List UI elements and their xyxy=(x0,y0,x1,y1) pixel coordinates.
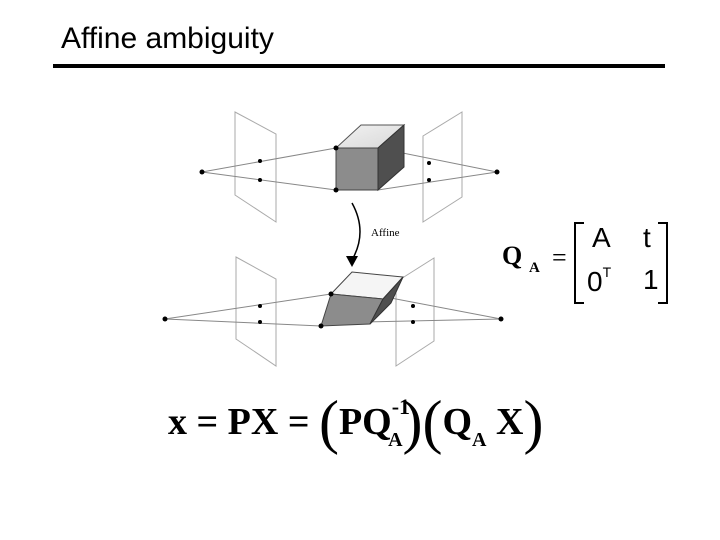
eq-close-paren-2: ) xyxy=(523,389,544,455)
matrix-cell-t: t xyxy=(643,222,651,253)
eq-q: Q xyxy=(442,401,473,443)
matrix-cell-one: 1 xyxy=(643,264,659,295)
cube-side-face xyxy=(377,123,405,192)
right-image-plane-bottom xyxy=(395,257,435,367)
right-bracket xyxy=(658,222,668,304)
eq-subscript-2: A xyxy=(472,429,487,451)
equals-sign: = xyxy=(552,243,567,272)
eq-pq: PQ xyxy=(338,401,392,443)
eq-equals-2: = xyxy=(287,401,310,443)
projected-points-bottom xyxy=(162,291,504,329)
left-image-plane-top xyxy=(234,111,277,223)
top-scene xyxy=(199,111,500,223)
title-divider xyxy=(53,64,665,68)
slide-title: Affine ambiguity xyxy=(61,22,274,55)
matrix-lhs: Q xyxy=(502,241,523,270)
eq-px: PX xyxy=(227,401,279,443)
eq-open-paren-1: ( xyxy=(318,389,339,455)
eq-inverse: -1 xyxy=(391,394,411,419)
projection-equation: x = PX = (PQ-1A)(QA X) xyxy=(168,388,543,457)
left-bracket xyxy=(574,222,584,304)
affine-label: Affine xyxy=(371,227,400,239)
right-image-plane-top xyxy=(422,111,463,223)
matrix-lhs-subscript: A xyxy=(529,260,540,276)
bottom-scene xyxy=(162,256,504,367)
sheared-cube-side-face xyxy=(369,276,404,325)
eq-equals-1: = xyxy=(196,401,219,443)
matrix-cell-zero: 0T xyxy=(587,264,612,297)
matrix-cell-a: A xyxy=(592,222,611,253)
eq-open-paren-2: ( xyxy=(422,389,443,455)
left-image-plane-bottom xyxy=(235,256,277,367)
eq-close-paren-1: ) xyxy=(402,389,423,455)
cube-front-face xyxy=(335,147,379,191)
projected-points-top xyxy=(199,145,500,193)
eq-X: X xyxy=(496,401,524,443)
eq-subscript-1: A xyxy=(388,429,403,451)
eq-x: x xyxy=(168,401,187,443)
affine-transform-arrow xyxy=(346,202,361,267)
sheared-cube-front-face xyxy=(320,293,384,327)
